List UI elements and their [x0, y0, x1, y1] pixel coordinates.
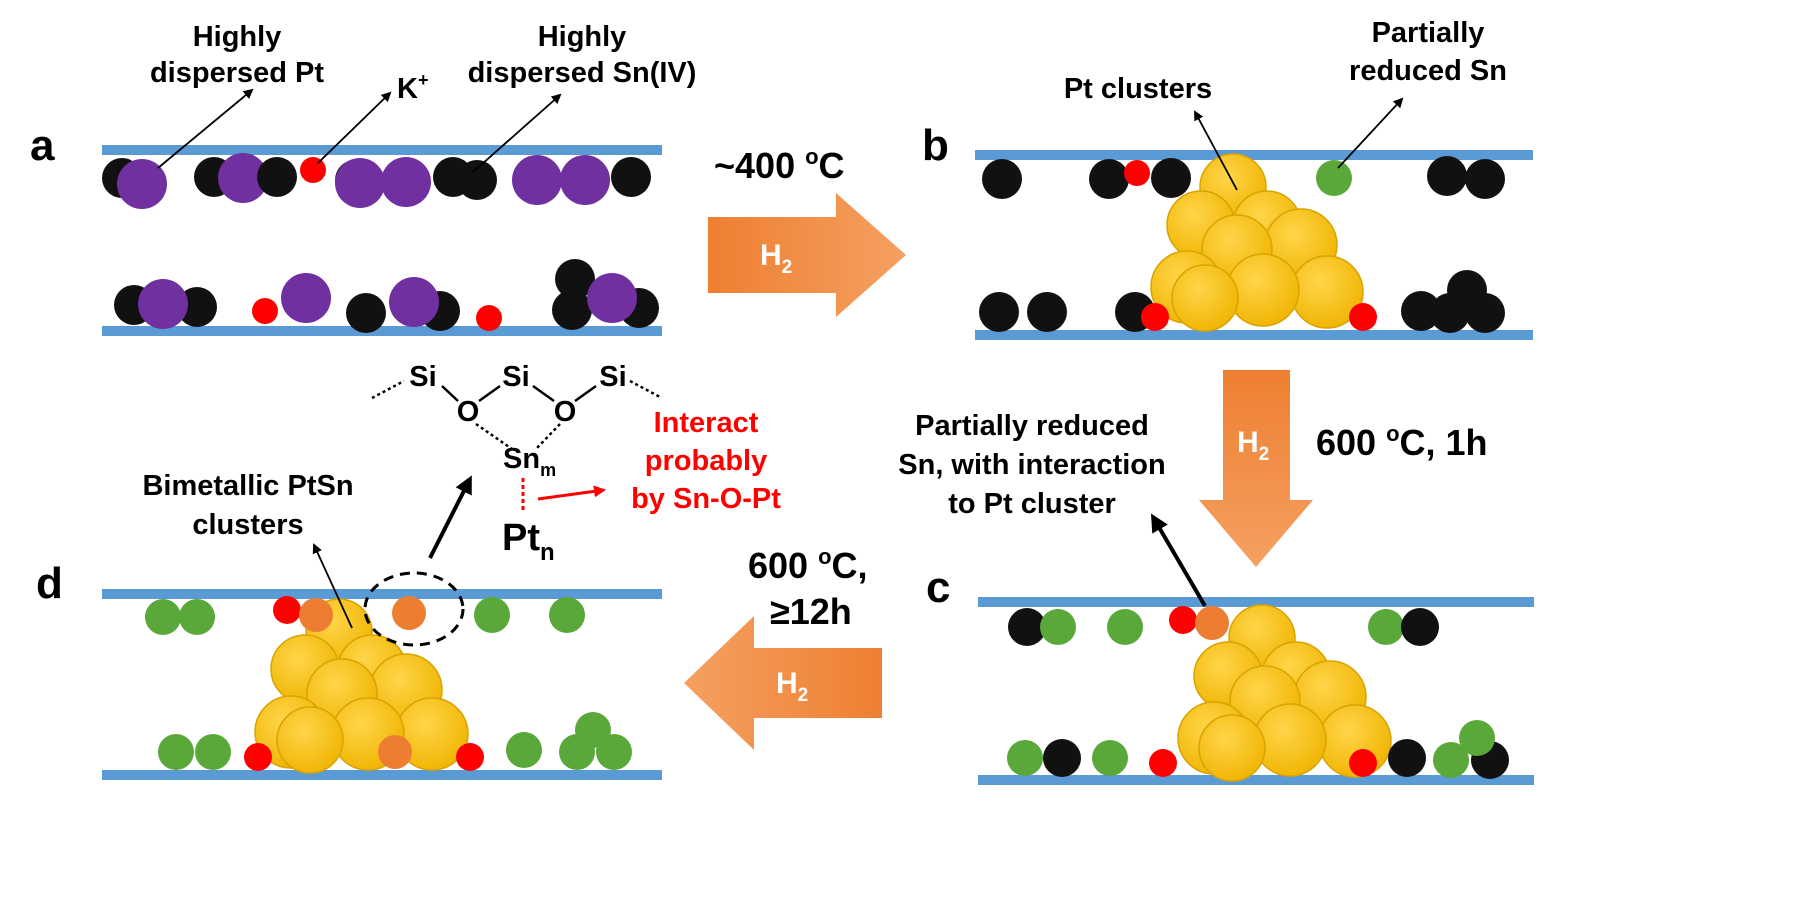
leader-line-sn [472, 93, 562, 173]
arrow-b-to-c: H2 600 oC, 1h [1199, 370, 1488, 567]
label-interact-line1: Interact [654, 407, 759, 439]
panel-c: c Partially reduced Sn, with interaction… [898, 410, 1534, 785]
gas-h2-bc: H2 [1237, 426, 1269, 465]
atom-o-1: O [457, 396, 480, 428]
pt-cluster-gold [1177, 604, 1392, 782]
label-partial-sn-line2: reduced Sn [1349, 55, 1507, 87]
process-arrow-down [1199, 370, 1313, 567]
panel-b: b [922, 17, 1533, 340]
interaction-arrow-red [537, 485, 606, 501]
pt-cluster-gold [254, 598, 469, 774]
leader-line-bimetallic [312, 543, 353, 629]
panel-a: a [30, 21, 696, 336]
label-interact-line3: by Sn-O-Pt [631, 483, 781, 515]
atom-si-2: Si [502, 361, 529, 393]
atoms-top-row [145, 596, 585, 635]
atoms-bottom-row [1007, 720, 1509, 779]
channel-wall-bottom [975, 330, 1533, 340]
condition-600c-12h-line2: ≥12h [770, 591, 852, 632]
label-highly-pt-line2: dispersed Pt [150, 57, 324, 89]
atoms-bottom-row [979, 270, 1505, 333]
panel-letter-d: d [36, 559, 63, 608]
channel-wall-bottom [102, 326, 662, 336]
pt-cluster-gold [1150, 153, 1364, 332]
channel-wall-bottom [102, 770, 662, 780]
atoms-bottom-row [114, 259, 659, 333]
label-c-line2: Sn, with interaction [898, 449, 1165, 481]
channel-wall-top [978, 597, 1534, 607]
label-bimetallic-line1: Bimetallic PtSn [142, 470, 353, 502]
label-k-ion: K+ [397, 70, 428, 105]
channel-wall-top [102, 589, 662, 599]
arrow-a-to-b: ~400 oC H2 [708, 144, 906, 317]
condition-600c-1h: 600 oC, 1h [1316, 421, 1488, 463]
process-arrow-left [684, 616, 882, 750]
atom-si-3: Si [599, 361, 626, 393]
sn-o-pt-structure: Si Si Si O O Snm Ptn Interact probably b… [371, 361, 781, 566]
atoms-top-row [982, 156, 1505, 199]
label-c-line1: Partially reduced [915, 410, 1149, 442]
channel-wall-top [102, 145, 662, 155]
channel-wall-top [975, 150, 1533, 160]
label-partial-sn-line1: Partially [1372, 17, 1485, 49]
leader-line-pt [157, 88, 254, 169]
gas-h2-ab: H2 [760, 239, 792, 278]
process-arrow-right [708, 193, 906, 317]
atom-si-1: Si [409, 361, 436, 393]
atom-sn-m: Snm [503, 443, 556, 480]
condition-600c-12h-line1: 600 oC, [748, 544, 868, 586]
atom-pt-n: Ptn [502, 517, 555, 566]
leader-line-k [317, 91, 392, 164]
label-highly-pt-line1: Highly [193, 21, 282, 53]
label-highly-sn-line2: dispersed Sn(IV) [468, 57, 697, 89]
panel-d: d [36, 470, 662, 780]
label-c-line3: to Pt cluster [948, 488, 1116, 520]
pointer-arrow-to-structure [428, 475, 472, 559]
atom-o-2: O [554, 396, 577, 428]
interaction-highlight-circle [363, 571, 465, 647]
atoms-top-row [1008, 606, 1439, 646]
leader-line-partial-sn [1337, 97, 1404, 169]
gas-h2-cd: H2 [776, 667, 808, 706]
label-bimetallic-line2: clusters [192, 509, 303, 541]
pointer-arrow-c [1150, 513, 1207, 608]
channel-wall-bottom [978, 775, 1534, 785]
panel-letter-c: c [926, 563, 950, 612]
panel-letter-a: a [30, 121, 55, 170]
arrow-c-to-d: 600 oC, ≥12h H2 [684, 544, 882, 750]
label-highly-sn-line1: Highly [538, 21, 627, 53]
label-pt-clusters: Pt clusters [1064, 73, 1212, 105]
panel-letter-b: b [922, 121, 949, 170]
leader-line-pt-clusters [1194, 110, 1238, 191]
atoms-top-row [102, 153, 651, 209]
condition-400c: ~400 oC [714, 144, 845, 186]
label-interact-line2: probably [645, 445, 767, 477]
atoms-bottom-row [158, 712, 632, 771]
